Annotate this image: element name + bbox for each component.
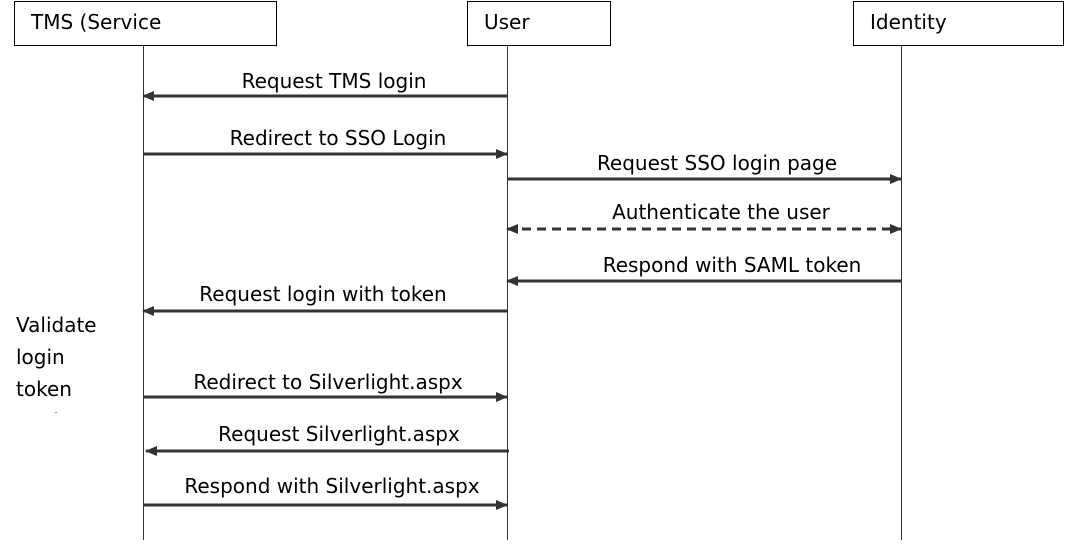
- note-line: Validate: [16, 313, 97, 337]
- lifeline-user: [507, 46, 508, 540]
- participant-service-label: TMS (Service: [31, 10, 162, 34]
- message-label-request-sso-page: Request SSO login page: [596, 151, 838, 175]
- participant-user-label: User: [484, 10, 530, 34]
- note-line: token: [16, 377, 72, 401]
- message-label-redirect-silverlight: Redirect to Silverlight.aspx: [193, 370, 463, 394]
- message-label-respond-saml-token: Respond with SAML token: [602, 253, 862, 277]
- participant-service: TMS (Service: [14, 1, 277, 46]
- message-label-request-login-token: Request login with token: [199, 282, 447, 306]
- participant-user: User: [467, 1, 611, 46]
- lifeline-identity: [901, 46, 902, 540]
- participant-identity: Identity: [853, 1, 1064, 46]
- message-label-respond-silverlight: Respond with Silverlight.aspx: [184, 474, 480, 498]
- note-line: login: [16, 345, 65, 369]
- message-label-redirect-sso-login: Redirect to SSO Login: [229, 126, 447, 150]
- participant-identity-label: Identity: [870, 10, 947, 34]
- message-label-request-silverlight: Request Silverlight.aspx: [218, 422, 460, 446]
- message-label-request-tms-login: Request TMS login: [241, 69, 427, 93]
- message-label-authenticate-user: Authenticate the user: [612, 200, 830, 224]
- validation-note: Validate login token against: [16, 309, 126, 413]
- lifeline-service: [143, 46, 144, 540]
- note-line: against: [16, 405, 126, 413]
